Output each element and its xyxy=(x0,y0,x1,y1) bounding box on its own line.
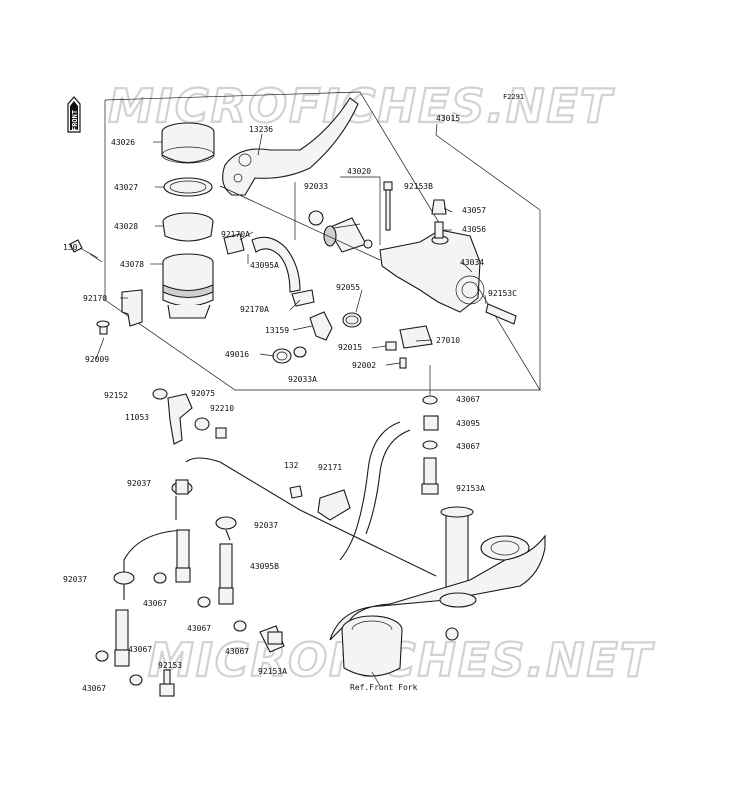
master-cylinder-body xyxy=(379,229,485,313)
label-43067-a: 43067 xyxy=(456,395,480,404)
hose-clamp-upper xyxy=(223,233,245,255)
label-92153b: 92153B xyxy=(404,182,433,191)
brake-hose-upper xyxy=(339,421,411,561)
label-92153a-upper: 92153A xyxy=(456,484,485,493)
cap-49016 xyxy=(272,348,292,364)
reservoir-cap xyxy=(161,122,215,164)
label-130: 130 xyxy=(63,243,78,252)
bolt-92153b xyxy=(383,181,393,231)
bolt-130 xyxy=(69,239,99,259)
banjo-bolt-92153a xyxy=(259,625,285,653)
label-43020: 43020 xyxy=(347,167,371,176)
label-43034: 43034 xyxy=(460,258,484,267)
banjo-bolt-lower xyxy=(421,395,439,495)
hose-fitting-43095-c xyxy=(114,609,130,667)
reservoir-body xyxy=(162,253,214,319)
label-13159: 13159 xyxy=(265,326,289,335)
hose-fitting-43095-a xyxy=(175,529,191,583)
hose-fitting-92037-a xyxy=(171,479,193,495)
hose-fitting-92037-c xyxy=(113,571,135,585)
reservoir-hose xyxy=(251,236,301,293)
circlip xyxy=(308,210,324,226)
master-cylinder-outline xyxy=(104,91,541,391)
nut-92015 xyxy=(385,341,397,351)
label-43027: 43027 xyxy=(114,183,138,192)
leader-lines xyxy=(89,123,541,390)
label-92170: 92170 xyxy=(83,294,107,303)
label-92037-b: 92037 xyxy=(254,521,278,530)
label-43095b: 43095B xyxy=(250,562,279,571)
banjo-fitting xyxy=(152,388,227,445)
hose-fitting xyxy=(309,311,333,341)
brake-lever xyxy=(222,97,359,196)
label-92002: 92002 xyxy=(352,361,376,370)
label-92153a-lower: 92153A xyxy=(258,667,287,676)
label-92015: 92015 xyxy=(338,343,362,352)
label-13236: 13236 xyxy=(249,125,273,134)
brake-lines-lower xyxy=(123,457,437,600)
label-132: 132 xyxy=(284,461,299,470)
label-43067-e: 43067 xyxy=(128,645,152,654)
front-fork-triple-clamp xyxy=(329,506,546,677)
label-43067-f: 43067 xyxy=(225,647,249,656)
label-92170a-lower: 92170A xyxy=(240,305,269,314)
label-43078: 43078 xyxy=(120,260,144,269)
piston-kit xyxy=(323,217,373,253)
label-43056: 43056 xyxy=(462,225,486,234)
reservoir-bracket xyxy=(96,289,143,335)
label-92037-c: 92037 xyxy=(63,575,87,584)
banjo-bolt-92153 xyxy=(159,669,175,697)
label-92153c: 92153C xyxy=(488,289,517,298)
washers-43067 xyxy=(95,572,247,686)
label-92033a: 92033A xyxy=(288,375,317,384)
hose-clamp-lower xyxy=(291,289,315,307)
label-43067-b: 43067 xyxy=(456,442,480,451)
label-43026: 43026 xyxy=(111,138,135,147)
label-43028: 43028 xyxy=(114,222,138,231)
bleeder-valve xyxy=(434,221,444,239)
label-92210: 92210 xyxy=(210,404,234,413)
label-43067-d: 43067 xyxy=(187,624,211,633)
label-92055: 92055 xyxy=(336,283,360,292)
label-43095: 43095 xyxy=(456,419,480,428)
label-43067-g: 43067 xyxy=(82,684,106,693)
front-tag-label: FRONT xyxy=(71,110,79,131)
label-92037-a: 92037 xyxy=(127,479,151,488)
label-43067-c: 43067 xyxy=(143,599,167,608)
label-92009: 92009 xyxy=(85,355,109,364)
label-92170a-upper: 92170A xyxy=(221,230,250,239)
hose-fitting-43095b xyxy=(218,543,234,605)
label-43057: 43057 xyxy=(462,206,486,215)
front-arrow-icon: FRONT xyxy=(67,96,81,133)
label-92153: 92153 xyxy=(158,661,182,670)
brake-switch xyxy=(399,325,433,349)
label-11053: 11053 xyxy=(125,413,149,422)
bolt-92153c xyxy=(485,303,517,325)
diaphragm xyxy=(162,212,214,242)
label-92152: 92152 xyxy=(104,391,128,400)
bleeder-cap xyxy=(431,199,447,215)
label-92075: 92075 xyxy=(191,389,215,398)
screw-92002 xyxy=(399,357,407,369)
hose-fitting-92037-b xyxy=(215,516,237,530)
label-49016: 49016 xyxy=(225,350,249,359)
hose-clamp-92171 xyxy=(289,485,351,521)
label-43015: 43015 xyxy=(436,114,460,123)
label-27010: 27010 xyxy=(436,336,460,345)
ref-leader xyxy=(371,671,381,687)
diaphragm-plate xyxy=(163,177,213,197)
circlip-92033a xyxy=(293,346,307,358)
ref-front-fork-note: Ref.Front Fork xyxy=(350,683,418,692)
label-43095a: 43095A xyxy=(250,261,279,270)
label-92033: 92033 xyxy=(304,182,328,191)
o-ring xyxy=(342,312,362,328)
diagram-code: F2291 xyxy=(503,93,524,101)
label-92171: 92171 xyxy=(318,463,342,472)
